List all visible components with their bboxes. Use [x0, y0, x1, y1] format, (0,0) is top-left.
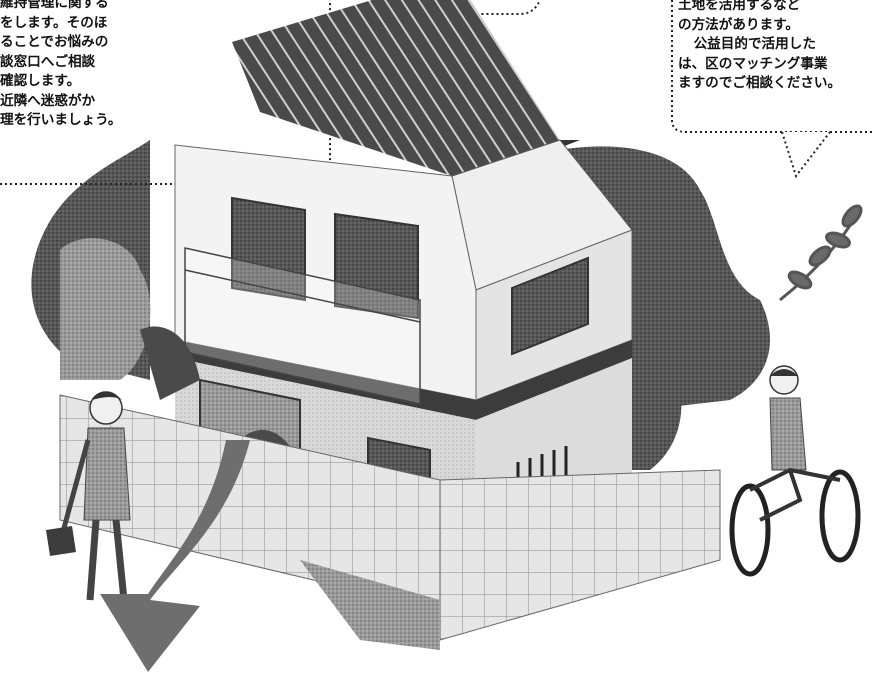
bubble-line: をします。そのほ — [0, 14, 108, 31]
bubble-line: 確認します。 — [0, 73, 81, 89]
bubble-line: 談窓口へご相談 — [0, 53, 96, 70]
bubble-line: ますのでご相談ください。 — [678, 75, 842, 91]
speech-bubble-left-text: 維持管理に関する をします。そのほ ることでお悩みの 談窓口へご相談 確認します… — [0, 0, 330, 131]
branch-right — [779, 204, 863, 302]
bubble-line: 土地を活用するなど — [678, 0, 801, 13]
bubble-line: 維持管理に関する — [0, 0, 109, 11]
bubble-line: 理を行いましょう。 — [0, 112, 122, 128]
curved-arrow-down-icon — [100, 440, 250, 672]
woman-with-bag-illustration — [46, 391, 131, 601]
balcony-railing — [184, 247, 421, 405]
speech-bubble-right-text: 土地を活用するなど の方法があります。 公益目的で活用した は、区のマッチング事… — [678, 0, 875, 94]
bubble-line: ることでお悩みの — [0, 34, 109, 50]
ground-path — [300, 560, 440, 650]
front-fence — [59, 394, 721, 641]
speech-bubble-right-frame — [671, 0, 875, 179]
bubble-line: の方法があります。 — [678, 16, 799, 33]
bubble-line: は、区のマッチング事業 — [678, 55, 828, 72]
bubble-line: 公益目的で活用した — [680, 36, 816, 52]
bubble-line: 近隣へ迷惑がか — [0, 92, 96, 109]
child-on-bicycle-illustration — [729, 365, 861, 577]
